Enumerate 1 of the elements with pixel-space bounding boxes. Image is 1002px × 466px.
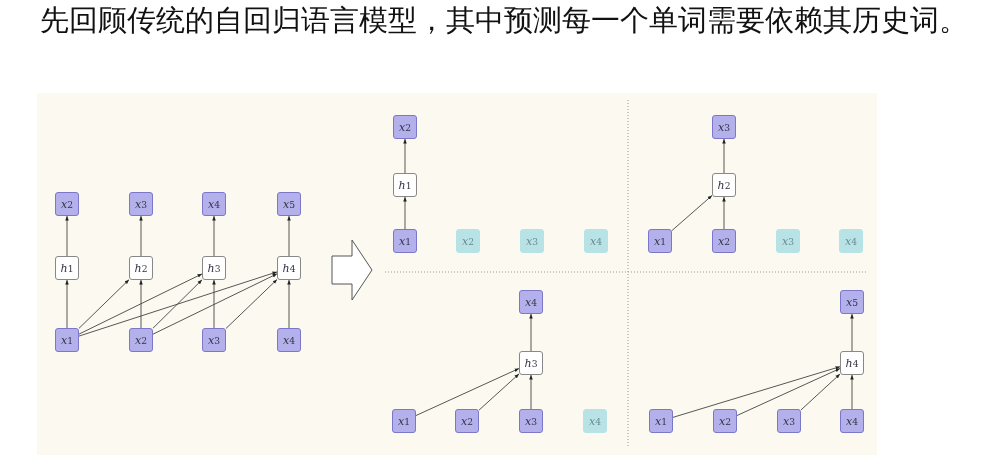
heading: 先回顾传统的自回归语言模型，其中预测每一个单词需要依赖其历史词。 [40,2,969,38]
